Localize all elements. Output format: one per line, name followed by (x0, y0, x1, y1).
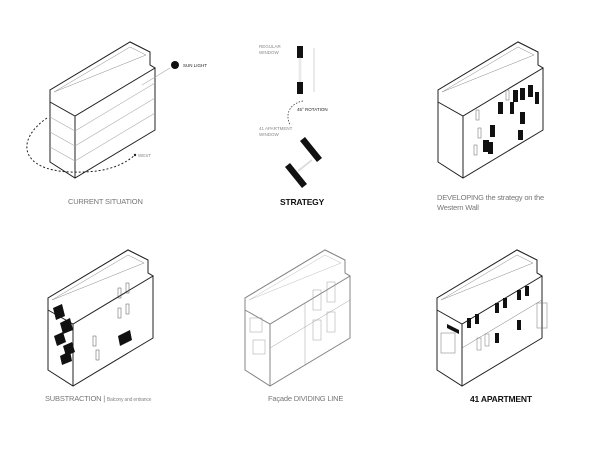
caption-facade-dividing-line: Façade DIVIDING LINE (268, 394, 344, 403)
west-orbit-arrow (26, 117, 136, 173)
rotation-arrow (287, 100, 304, 126)
regular-window-label: REGULAR WINDOW (259, 44, 281, 55)
current-situation-building (49, 41, 156, 179)
caption-substraction: SUBSTRACTION | Balcony and entrance (45, 394, 151, 403)
final-41-apartment-building (436, 249, 548, 387)
sun-light-label: SUN LIGHT (183, 63, 208, 68)
west-label: WEST (138, 153, 151, 158)
facade-dividing-building (244, 249, 351, 387)
sun-icon (141, 61, 179, 86)
caption-strategy: STRATEGY (280, 197, 325, 207)
substraction-subtitle: Balcony and entrance (106, 397, 152, 403)
caption-developing: DEVELOPING the strategy on the Western W… (437, 193, 544, 212)
rotation-label: 45° ROTATION (297, 107, 328, 112)
rotated-window-diagram (285, 137, 322, 188)
apartment-window-label: 41 APARTMENT WINDOW (259, 126, 293, 137)
regular-window-diagram (297, 46, 315, 94)
caption-41-apartment: 41 APARTMENT (470, 394, 532, 404)
developing-building (437, 41, 544, 179)
substraction-title: SUBSTRACTION | (45, 394, 105, 403)
caption-current-situation: CURRENT SITUATION (68, 197, 143, 206)
substraction-building (47, 249, 154, 387)
